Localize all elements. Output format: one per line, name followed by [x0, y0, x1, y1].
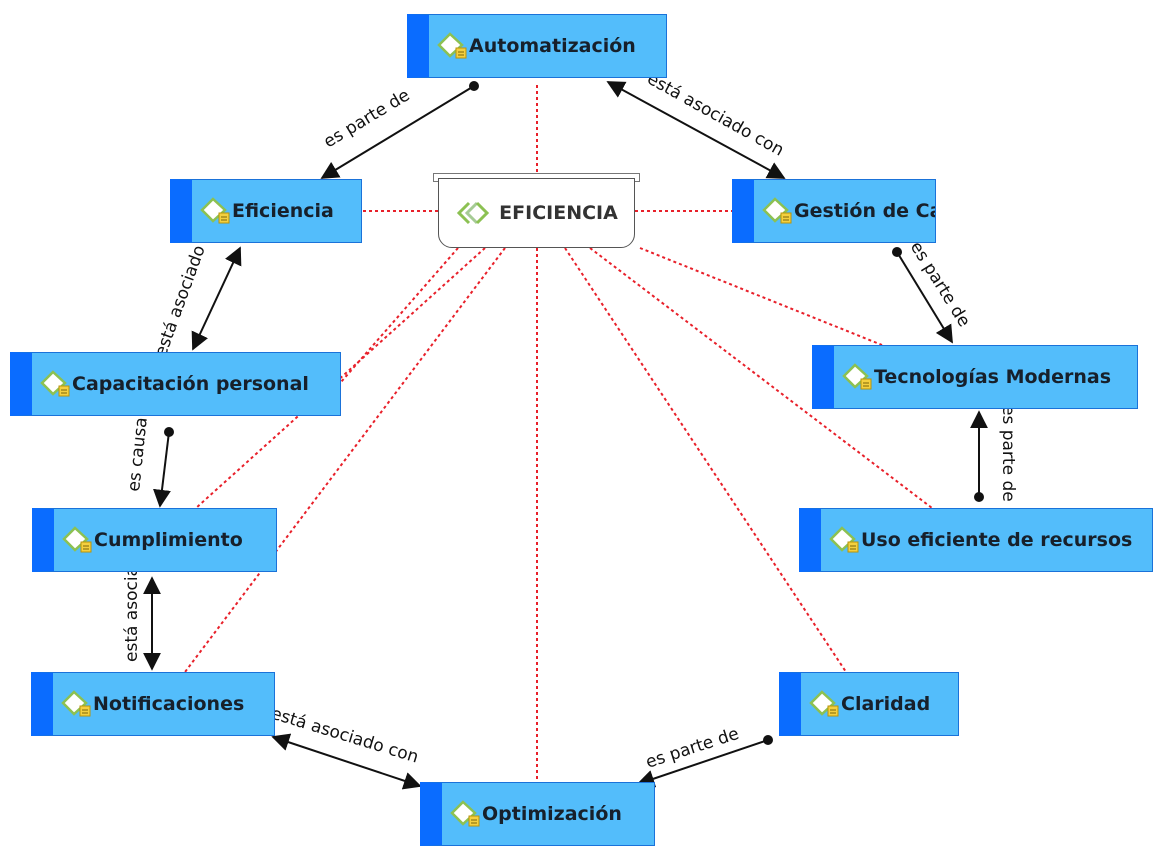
topic-label: Optimización — [482, 803, 622, 825]
topic-note-icon — [809, 689, 839, 719]
relationship-gestion-tecnologias[interactable] — [896, 251, 953, 344]
topic-note-icon — [40, 369, 70, 399]
relationship-label: es parte de — [320, 85, 413, 152]
topic-label: Cumplimiento — [94, 529, 243, 551]
topic-note-icon — [62, 525, 92, 555]
topic-note-icon — [61, 689, 91, 719]
topic-label: Eficiencia — [232, 200, 334, 222]
topic-label: Notificaciones — [93, 693, 245, 715]
relationship-claridad-optimizacion[interactable] — [636, 739, 769, 788]
relationship-start-dot — [892, 247, 902, 257]
topic-label: Automatización — [469, 35, 636, 57]
central-topic-icon — [457, 201, 490, 225]
topic-note-icon — [437, 31, 467, 61]
relationship-label: está asociado — [122, 545, 142, 662]
relationship-label: está asociado — [151, 243, 210, 360]
topic-cumplimiento[interactable]: Cumplimiento — [32, 508, 277, 572]
relationship-start-dot — [469, 81, 479, 91]
topic-gestion-de-casos[interactable]: Gestión de Casos — [732, 179, 936, 243]
topic-note-icon — [842, 362, 872, 392]
relationship-label: está asociado con — [644, 69, 788, 161]
topic-automatizacion[interactable]: Automatización — [407, 14, 667, 78]
relationship-automatizacion-gestion[interactable] — [606, 81, 786, 179]
topic-note-icon — [200, 196, 230, 226]
topic-eficiencia[interactable]: Eficiencia — [170, 179, 362, 243]
central-topic[interactable]: EFICIENCIA — [438, 178, 635, 248]
topic-note-icon — [450, 799, 480, 829]
connector-notificaciones — [184, 247, 506, 673]
topic-note-icon — [762, 196, 792, 226]
relationship-label: está asociado con — [269, 704, 421, 768]
topic-optimizacion[interactable]: Optimización — [420, 782, 655, 846]
relationship-start-dot — [974, 492, 984, 502]
topic-label: Claridad — [841, 693, 931, 715]
relationship-capacitacion-cumplimiento[interactable] — [153, 431, 171, 508]
topic-capacitacion-personal[interactable]: Capacitación personal — [10, 352, 341, 416]
relationship-automatizacion-eficiencia[interactable] — [320, 85, 475, 179]
topic-notificaciones[interactable]: Notificaciones — [31, 672, 275, 736]
relationship-start-dot — [763, 735, 773, 745]
topic-label: Tecnologías Modernas — [874, 366, 1112, 388]
connector-tecnologias — [639, 247, 883, 346]
central-topic-label: EFICIENCIA — [499, 202, 618, 224]
topic-tecnologias-modernas[interactable]: Tecnologías Modernas — [812, 345, 1138, 409]
connector-claridad — [564, 247, 847, 673]
relationship-label: es parte de — [998, 405, 1018, 502]
topic-claridad[interactable]: Claridad — [779, 672, 959, 736]
topic-label: Capacitación personal — [72, 373, 309, 395]
topic-note-icon — [829, 525, 859, 555]
topic-label: Gestión de Casos — [794, 200, 935, 222]
relationship-eficiencia-capacitacion[interactable] — [191, 246, 242, 351]
topic-label: Uso eficiente de recursos — [861, 529, 1133, 551]
relationship-notificaciones-optimizacion[interactable] — [271, 733, 422, 790]
relationship-start-dot — [164, 427, 174, 437]
topic-uso-eficiente-de-recursos[interactable]: Uso eficiente de recursos — [799, 508, 1153, 572]
